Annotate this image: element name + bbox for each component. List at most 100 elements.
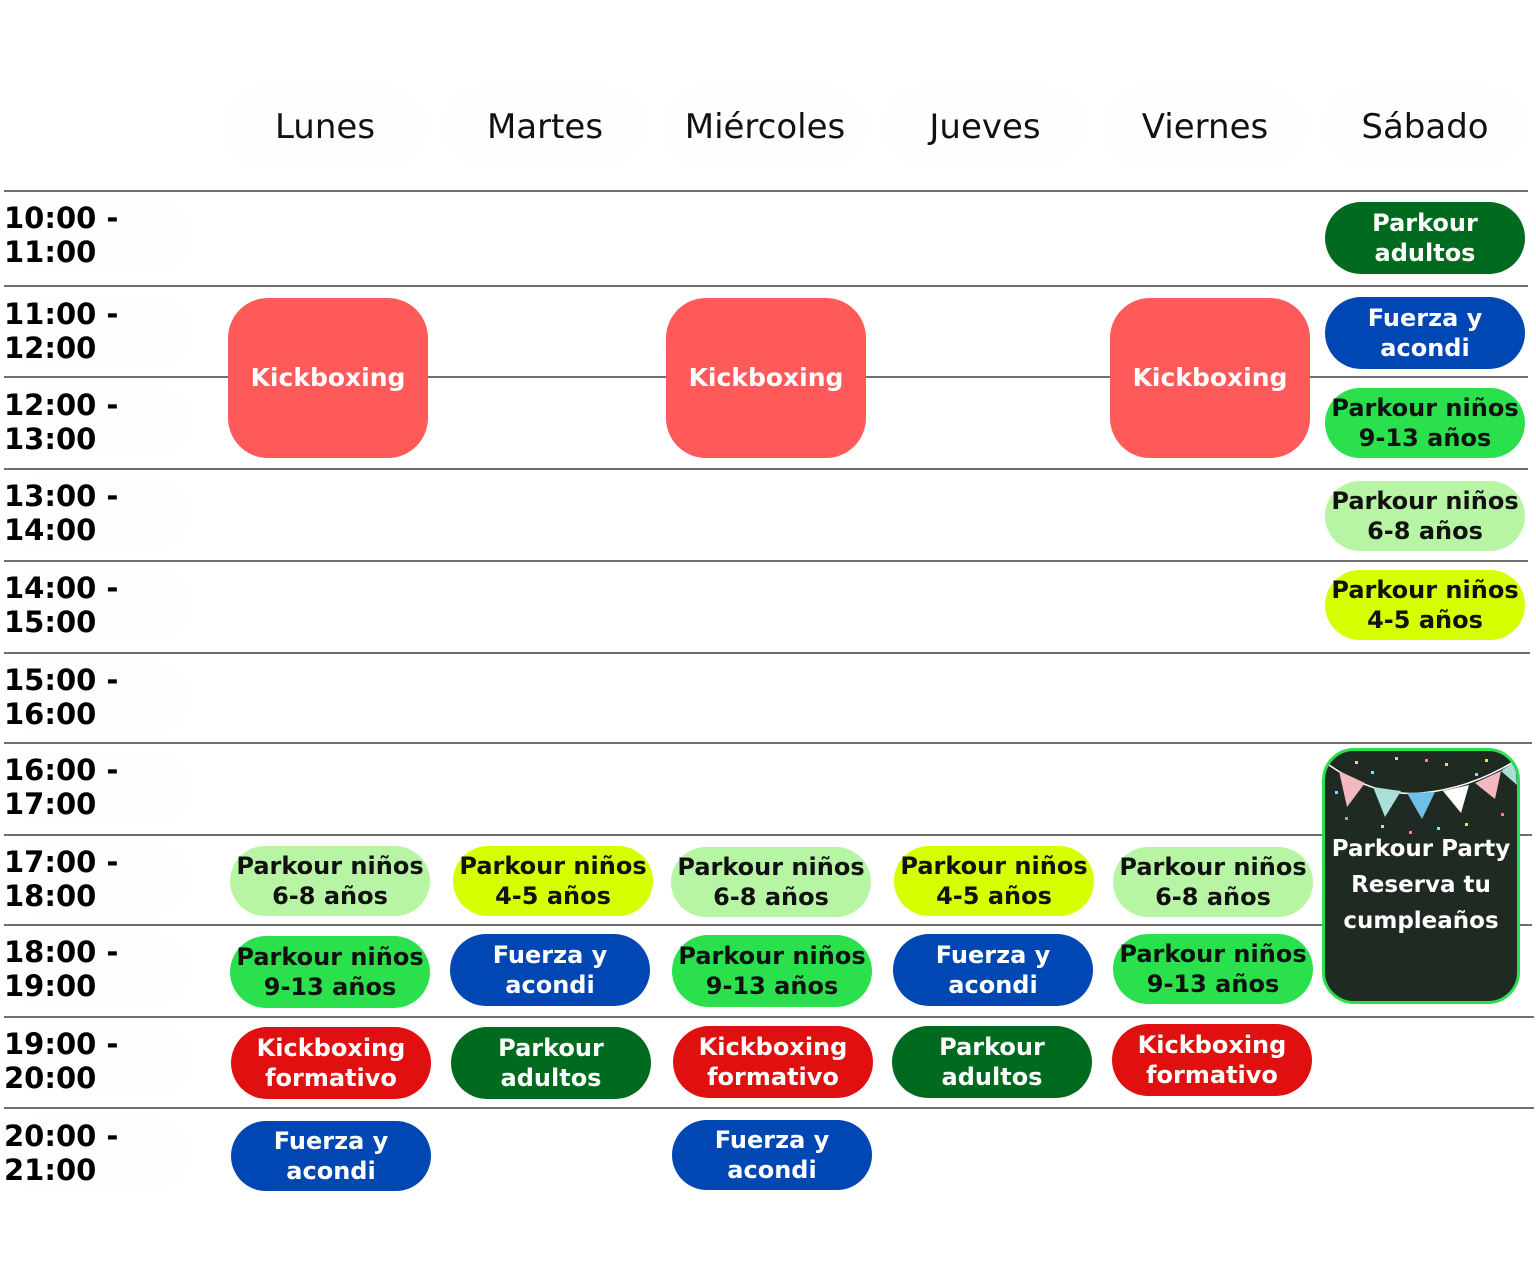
row-divider <box>4 190 1528 192</box>
day-header-sabado: Sábado <box>1325 88 1525 166</box>
time-slot-label: 20:00 - 21:00 <box>4 1118 192 1188</box>
class-block-kickboxing-formativo[interactable]: Kickboxing formativo <box>1112 1024 1312 1096</box>
class-block-parkour-ninos-4-5[interactable]: Parkour niños 4-5 años <box>1325 570 1525 640</box>
class-sublabel: 9-13 años <box>705 972 839 1000</box>
class-label: Kickboxing <box>688 363 844 392</box>
class-label: Parkour niños <box>678 942 866 970</box>
time-slot-label: 14:00 - 15:00 <box>4 570 192 640</box>
day-header-jueves: Jueves <box>885 88 1085 166</box>
class-block-kickboxing-formativo[interactable]: Kickboxing formativo <box>673 1026 873 1098</box>
class-label: Parkour niños <box>900 852 1088 880</box>
class-block-fuerza-acondi[interactable]: Fuerza y acondi <box>1325 297 1525 369</box>
day-header-viernes: Viernes <box>1105 88 1305 166</box>
class-block-parkour-ninos-9-13[interactable]: Parkour niños 9-13 años <box>230 936 430 1008</box>
party-subtitle: Reserva tu <box>1351 872 1491 898</box>
class-block-parkour-ninos-9-13[interactable]: Parkour niños 9-13 años <box>1325 388 1525 458</box>
class-label: Parkour niños <box>1331 487 1519 515</box>
day-header-lunes: Lunes <box>225 88 425 166</box>
class-sublabel: 4-5 años <box>936 882 1052 910</box>
row-divider <box>4 1016 1534 1018</box>
class-label: Parkour niños <box>236 943 424 971</box>
class-label: Kickboxing <box>1132 363 1288 392</box>
class-sublabel: 9-13 años <box>263 973 397 1001</box>
class-label: Parkour niños <box>1331 576 1519 604</box>
class-block-parkour-ninos-6-8[interactable]: Parkour niños 6-8 años <box>671 847 871 917</box>
class-block-kickboxing-formativo[interactable]: Kickboxing formativo <box>231 1027 431 1099</box>
time-slot-label: 18:00 - 19:00 <box>4 934 192 1004</box>
class-sublabel: 4-5 años <box>495 882 611 910</box>
class-block-parkour-ninos-9-13[interactable]: Parkour niños 9-13 años <box>1113 934 1313 1004</box>
time-slot-label: 19:00 - 20:00 <box>4 1026 192 1096</box>
class-sublabel: acondi <box>1380 334 1470 362</box>
class-block-kickboxing[interactable]: Kickboxing <box>228 298 428 458</box>
class-block-parkour-ninos-6-8[interactable]: Parkour niños 6-8 años <box>1113 847 1313 917</box>
class-label: Parkour <box>1372 209 1478 237</box>
party-title: Parkour Party <box>1331 836 1511 862</box>
class-sublabel: 4-5 años <box>1367 606 1483 634</box>
class-sublabel: adultos <box>1374 239 1476 267</box>
class-block-parkour-ninos-9-13[interactable]: Parkour niños 9-13 años <box>672 935 872 1007</box>
row-divider <box>4 285 1528 287</box>
bunting-icon <box>1328 757 1517 834</box>
class-label: Fuerza y <box>935 941 1051 969</box>
day-header-martes: Martes <box>445 88 645 166</box>
row-divider <box>4 468 1528 470</box>
class-label: Kickboxing <box>250 363 406 392</box>
class-sublabel: acondi <box>727 1156 817 1184</box>
class-label: Parkour niños <box>1119 940 1307 968</box>
class-label: Kickboxing <box>1137 1031 1287 1059</box>
class-label: Parkour niños <box>459 852 647 880</box>
class-label: Fuerza y <box>492 941 608 969</box>
party-subtitle-2: cumpleaños <box>1343 908 1499 934</box>
row-divider <box>4 1107 1534 1109</box>
class-sublabel: 6-8 años <box>713 883 829 911</box>
row-divider <box>4 742 1532 744</box>
class-sublabel: 6-8 años <box>272 882 388 910</box>
class-label: Fuerza y <box>273 1127 389 1155</box>
class-label: Parkour <box>939 1033 1045 1061</box>
class-label: Fuerza y <box>1367 304 1483 332</box>
class-sublabel: formativo <box>707 1063 839 1091</box>
class-block-fuerza-acondi[interactable]: Fuerza y acondi <box>231 1121 431 1191</box>
class-sublabel: adultos <box>500 1064 602 1092</box>
class-sublabel: adultos <box>941 1063 1043 1091</box>
class-block-kickboxing[interactable]: Kickboxing <box>666 298 866 458</box>
class-block-parkour-adultos[interactable]: Parkour adultos <box>892 1026 1092 1098</box>
class-sublabel: 6-8 años <box>1155 883 1271 911</box>
time-slot-label: 12:00 - 13:00 <box>4 387 192 457</box>
parkour-party-card[interactable]: Parkour Party Reserva tu cumpleaños <box>1322 748 1520 1004</box>
class-label: Parkour niños <box>236 852 424 880</box>
class-sublabel: acondi <box>286 1157 376 1185</box>
time-slot-label: 13:00 - 14:00 <box>4 478 192 548</box>
class-sublabel: acondi <box>948 971 1038 999</box>
class-label: Parkour niños <box>1119 853 1307 881</box>
time-slot-label: 15:00 - 16:00 <box>4 662 192 732</box>
class-block-parkour-adultos[interactable]: Parkour adultos <box>1325 202 1525 274</box>
class-block-parkour-ninos-4-5[interactable]: Parkour niños 4-5 años <box>453 846 653 916</box>
class-label: Fuerza y <box>714 1126 830 1154</box>
class-block-parkour-ninos-6-8[interactable]: Parkour niños 6-8 años <box>1325 481 1525 551</box>
class-sublabel: 6-8 años <box>1367 517 1483 545</box>
class-block-kickboxing[interactable]: Kickboxing <box>1110 298 1310 458</box>
day-header-miercoles: Miércoles <box>665 88 865 166</box>
class-label: Parkour niños <box>677 853 865 881</box>
class-block-fuerza-acondi[interactable]: Fuerza y acondi <box>672 1120 872 1190</box>
class-label: Parkour <box>498 1034 604 1062</box>
class-block-fuerza-acondi[interactable]: Fuerza y acondi <box>450 934 650 1006</box>
class-label: Kickboxing <box>256 1034 406 1062</box>
row-divider <box>4 834 1532 836</box>
class-block-parkour-ninos-6-8[interactable]: Parkour niños 6-8 años <box>230 846 430 916</box>
time-slot-label: 16:00 - 17:00 <box>4 752 192 822</box>
class-sublabel: acondi <box>505 971 595 999</box>
time-slot-label: 11:00 - 12:00 <box>4 296 192 366</box>
class-block-parkour-adultos[interactable]: Parkour adultos <box>451 1027 651 1099</box>
class-block-parkour-ninos-4-5[interactable]: Parkour niños 4-5 años <box>894 846 1094 916</box>
time-slot-label: 10:00 - 11:00 <box>4 200 192 270</box>
class-block-fuerza-acondi[interactable]: Fuerza y acondi <box>893 934 1093 1006</box>
party-text: Parkour Party Reserva tu cumpleaños <box>1325 831 1517 939</box>
row-divider <box>4 652 1530 654</box>
row-divider <box>4 924 1532 926</box>
class-sublabel: formativo <box>265 1064 397 1092</box>
class-sublabel: 9-13 años <box>1146 970 1280 998</box>
time-slot-label: 17:00 - 18:00 <box>4 844 192 914</box>
